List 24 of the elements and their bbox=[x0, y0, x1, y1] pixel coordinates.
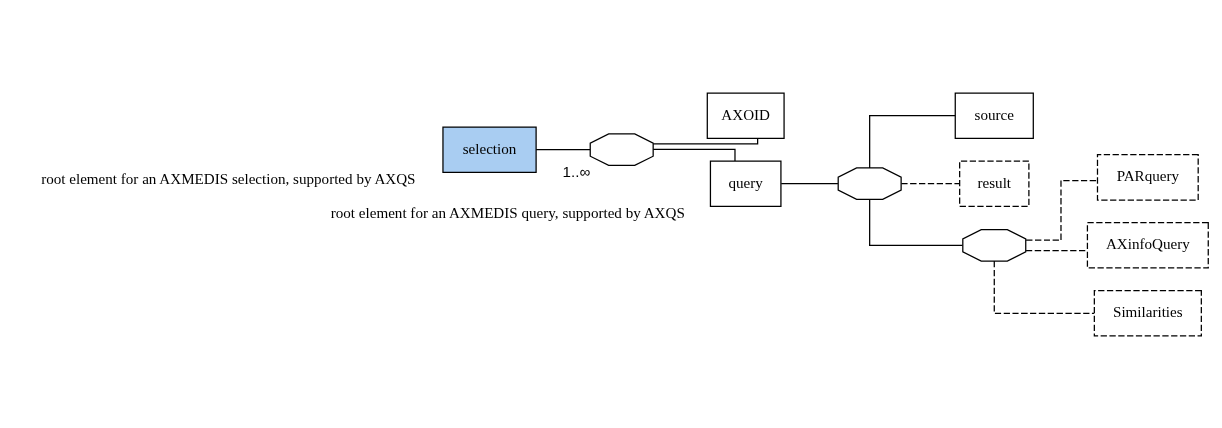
node-label: root element for an AXMEDIS query, supported by AXQS bbox=[330, 204, 685, 221]
node-box: selection bbox=[442, 125, 537, 173]
node-label: 1..∞ bbox=[562, 162, 591, 180]
node-box: Similarities bbox=[1093, 289, 1202, 337]
node-box: AXOID bbox=[706, 91, 785, 139]
connector bbox=[1025, 179, 1098, 241]
node-box: PARquery bbox=[1096, 153, 1199, 201]
connector bbox=[652, 137, 759, 144]
connector bbox=[900, 182, 961, 184]
connector bbox=[869, 114, 956, 169]
connector bbox=[869, 198, 964, 246]
connector bbox=[1025, 249, 1088, 251]
node-box: source bbox=[954, 91, 1034, 139]
node-octagon bbox=[589, 132, 654, 166]
node-box: result bbox=[959, 159, 1030, 207]
connector bbox=[535, 148, 591, 150]
connector bbox=[780, 182, 839, 184]
connector bbox=[652, 148, 736, 162]
node-octagon bbox=[837, 166, 902, 200]
node-label: root element for an AXMEDIS selection, supported by AXQS bbox=[41, 170, 416, 187]
node-box: query bbox=[709, 159, 782, 207]
connector bbox=[993, 259, 1095, 314]
node-box: AXinfoQuery bbox=[1086, 221, 1209, 269]
node-octagon bbox=[962, 228, 1027, 262]
